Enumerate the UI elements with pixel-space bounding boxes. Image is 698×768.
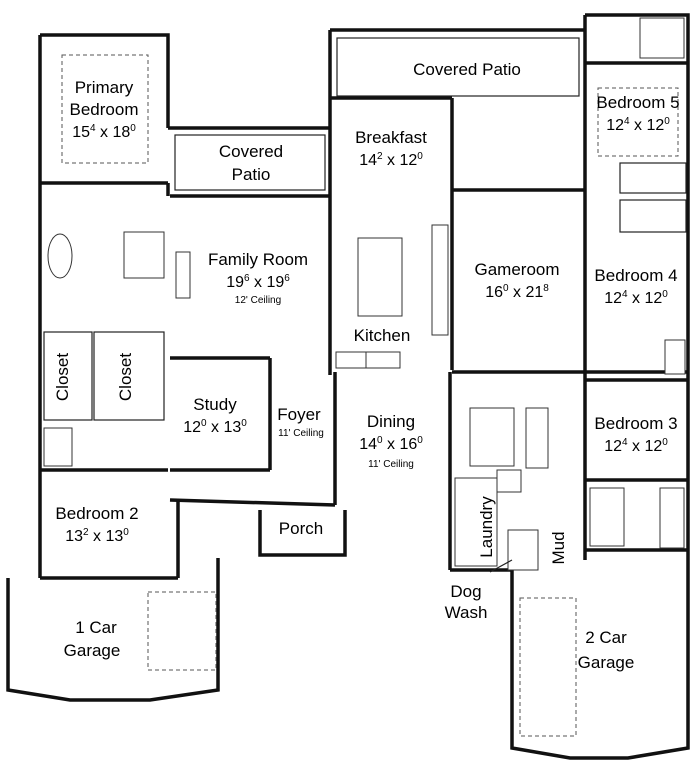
bedroom2-label: Bedroom 2 — [55, 504, 138, 523]
dining-label: Dining — [367, 412, 415, 431]
garage1-label-line2: Garage — [64, 641, 121, 660]
dog-wash-label-line1: Dog — [450, 582, 481, 601]
bedroom4-label: Bedroom 4 — [594, 266, 677, 285]
closet-right-label: Closet — [116, 353, 135, 401]
closet-left-label: Closet — [53, 353, 72, 401]
gameroom-label: Gameroom — [474, 260, 559, 279]
dog-wash-label-line2: Wash — [445, 603, 488, 622]
interior-details — [43, 17, 687, 737]
covered-patio-left-label-line2: Patio — [232, 165, 271, 184]
bedroom5-label: Bedroom 5 — [596, 93, 679, 112]
primary-bedroom-label-line1: Primary — [75, 78, 134, 97]
bedroom3-label: Bedroom 3 — [594, 414, 677, 433]
exterior-walls — [6, 13, 690, 760]
foyer-ceiling: 11' Ceiling — [278, 428, 324, 439]
bedroom2-dimensions: 132 x 130 — [65, 527, 129, 545]
dining-dimensions: 140 x 160 — [359, 435, 423, 453]
bedroom5-dimensions: 124 x 120 — [606, 116, 670, 134]
garage2-label-line1: 2 Car — [585, 628, 627, 647]
family-room-ceiling: 12' Ceiling — [235, 295, 281, 306]
family-room-dimensions: 196 x 196 — [226, 273, 290, 291]
primary-bedroom-label-line2: Bedroom — [70, 100, 139, 119]
study-dimensions: 120 x 130 — [183, 418, 247, 436]
covered-patio-left-label-line1: Covered — [219, 142, 283, 161]
mud-label: Mud — [549, 531, 568, 564]
gameroom-dimensions: 160 x 218 — [485, 283, 549, 301]
kitchen-label: Kitchen — [354, 326, 411, 345]
garage2-label-line2: Garage — [578, 653, 635, 672]
dining-ceiling: 11' Ceiling — [368, 459, 414, 470]
foyer-label: Foyer — [277, 405, 321, 424]
breakfast-dimensions: 142 x 120 — [359, 151, 423, 169]
garage1-label-line1: 1 Car — [75, 618, 117, 637]
laundry-label: Laundry — [477, 496, 496, 558]
family-room-label: Family Room — [208, 250, 308, 269]
porch-label: Porch — [279, 519, 323, 538]
study-label: Study — [193, 395, 237, 414]
covered-patio-top-label: Covered Patio — [413, 60, 521, 79]
breakfast-label: Breakfast — [355, 128, 427, 147]
bedroom4-dimensions: 124 x 120 — [604, 289, 668, 307]
primary-bedroom-dimensions: 154 x 180 — [72, 123, 136, 141]
bedroom3-dimensions: 124 x 120 — [604, 437, 668, 455]
